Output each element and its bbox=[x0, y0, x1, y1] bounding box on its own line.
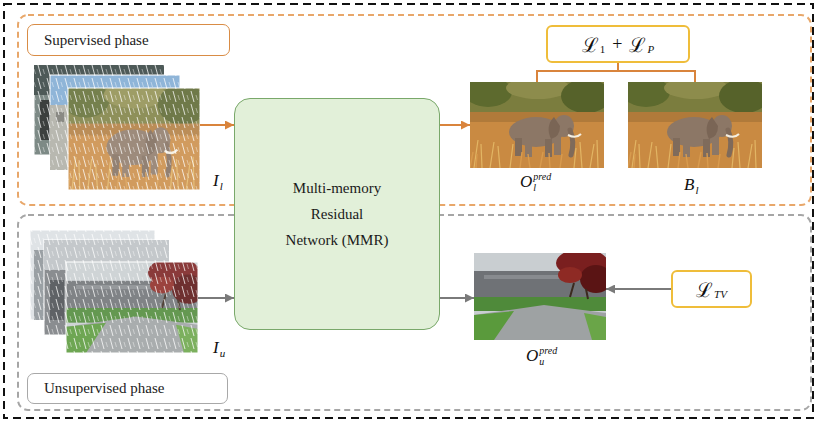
flow-arrow bbox=[198, 297, 234, 299]
phase-label: Supervised phase bbox=[27, 24, 230, 56]
math-cal: ℒ bbox=[629, 31, 646, 58]
math-main: B bbox=[684, 175, 694, 195]
math-label: Opredl bbox=[520, 171, 551, 193]
math-label: Opredu bbox=[526, 345, 557, 367]
loss-box: ℒ1+ℒP bbox=[546, 25, 690, 63]
math-label: ℒ1+ℒP bbox=[582, 31, 654, 58]
node-text: Unsupervised phase bbox=[44, 380, 164, 397]
derained-output bbox=[464, 77, 611, 168]
math-cal: ℒ bbox=[696, 276, 713, 303]
math-sub: u bbox=[220, 347, 226, 359]
image-node: Bl bbox=[628, 82, 762, 168]
math-ssup: pred bbox=[533, 171, 551, 182]
node-text: Multi-memory Residual Network (MMR) bbox=[285, 175, 389, 253]
math-main: I bbox=[213, 171, 219, 191]
math-label: Bl bbox=[684, 175, 698, 195]
math-cal: ℒ bbox=[582, 31, 599, 58]
loss-bracket bbox=[537, 63, 618, 82]
rainy-input-stack bbox=[34, 65, 207, 190]
math-label: ℒTV bbox=[696, 276, 727, 303]
math-label: Il bbox=[213, 171, 223, 191]
ground-truth bbox=[622, 77, 769, 168]
flow-arrow bbox=[200, 124, 234, 126]
flow-arrow bbox=[440, 124, 470, 126]
math-main: O bbox=[526, 346, 538, 366]
unsupervised-output bbox=[474, 249, 612, 340]
math-ssup: pred bbox=[539, 345, 557, 356]
script-stack: predu bbox=[539, 345, 557, 367]
math-label: Iu bbox=[213, 338, 225, 358]
math-subup: 1 bbox=[600, 43, 606, 55]
script-stack: predl bbox=[533, 171, 551, 193]
math-sub: TV bbox=[714, 288, 727, 300]
image-node: Opredl bbox=[470, 82, 604, 168]
math-ssub: u bbox=[539, 356, 557, 367]
real-rain-input-stack bbox=[30, 230, 204, 353]
loss-box: ℒTV bbox=[671, 270, 752, 308]
math-sub: l bbox=[695, 184, 698, 196]
phase-label: Unsupervised phase bbox=[27, 373, 228, 404]
image-node: Opredu bbox=[474, 253, 606, 340]
math-main: I bbox=[213, 338, 219, 358]
math-main: O bbox=[520, 172, 532, 192]
math-op: + bbox=[612, 34, 622, 55]
image-node: Il bbox=[34, 65, 200, 190]
loss-bracket bbox=[618, 63, 695, 82]
outer-frame bbox=[4, 4, 813, 418]
image-node: Iu bbox=[30, 230, 198, 353]
network-box: Multi-memory Residual Network (MMR) bbox=[234, 98, 440, 330]
flow-arrow bbox=[440, 297, 474, 299]
math-ssub: l bbox=[533, 182, 551, 193]
flow-arrow bbox=[606, 288, 671, 290]
node-text: Supervised phase bbox=[44, 32, 149, 49]
math-sub: P bbox=[647, 43, 654, 55]
math-sub: l bbox=[220, 180, 223, 192]
